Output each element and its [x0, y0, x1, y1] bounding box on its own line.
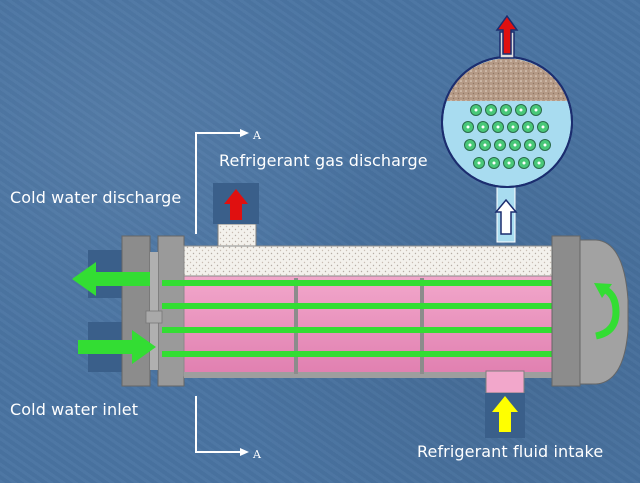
return-arrow-icon: [594, 283, 620, 340]
tube: [162, 351, 580, 357]
section-line-top: [195, 129, 249, 234]
red-up-arrow-icon: [495, 14, 519, 55]
support-plate: [294, 278, 298, 374]
tube: [162, 303, 580, 309]
vapor-space: [446, 58, 568, 101]
tube-bundle: [162, 280, 580, 357]
tube: [162, 327, 580, 333]
section-arrow-icon: [240, 448, 249, 456]
shell-vapor-region: [183, 245, 553, 279]
blue-up-arrow-icon: [494, 198, 518, 235]
right-flange: [551, 235, 581, 387]
green-right-arrow-icon: [78, 330, 156, 364]
shell-tube-region: [183, 275, 553, 377]
yellow-up-arrow-icon: [492, 396, 518, 432]
green-left-arrow-icon: [72, 262, 150, 296]
tube: [162, 280, 580, 286]
return-head: [579, 239, 629, 385]
section-line-bottom: [195, 396, 249, 456]
shell-bottom-wall: [184, 372, 552, 378]
cross-section-view: [441, 14, 573, 243]
section-mark-top: A: [252, 129, 262, 142]
section-arrow-icon: [240, 129, 249, 137]
cold-water-discharge-label: Cold water discharge: [10, 188, 182, 207]
section-mark-bottom: A: [252, 448, 262, 461]
fluid-inlet-nozzle: [485, 370, 525, 394]
red-up-arrow-icon: [224, 189, 248, 220]
cold-water-inlet-label: Cold water inlet: [10, 400, 139, 419]
baffle-plate: [145, 310, 163, 324]
gas-discharge-label: Refrigerant gas discharge: [219, 151, 428, 170]
support-plate: [420, 278, 424, 374]
fluid-intake-label: Refrigerant fluid intake: [417, 442, 604, 461]
